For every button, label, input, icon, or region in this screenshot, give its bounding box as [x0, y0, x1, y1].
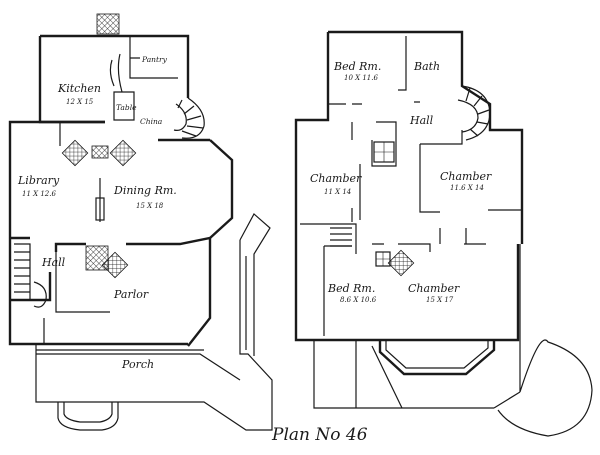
parlor-label: Parlor [113, 288, 149, 301]
dining-label: Dining Rm. [113, 184, 177, 197]
chimney [96, 13, 120, 35]
kitchen-label: Kitchen [57, 82, 101, 95]
parlor-walls [36, 236, 212, 347]
library-label: Library [17, 174, 60, 187]
dining-fireplace [109, 139, 137, 167]
lower-chimney-grid [376, 252, 390, 266]
bedroom-bottom-size: 8.6 X 10.6 [340, 296, 377, 304]
pantry-walls [129, 36, 178, 79]
front-porch-outline [35, 240, 273, 431]
hall-fireplace [85, 245, 109, 271]
bath-label: Bath [413, 60, 440, 73]
side-porch-rail [239, 213, 271, 356]
newel [33, 281, 47, 308]
chamber-left-size: 11 X 14 [324, 188, 351, 196]
chamber-right-size: 11.6 X 14 [450, 184, 484, 192]
upper-stair-treads [465, 87, 490, 137]
chamber-right-label: Chamber [440, 170, 492, 183]
parlor-partition [43, 252, 110, 344]
parlor-fireplace [101, 251, 129, 279]
kitchen-size: 12 X 15 [66, 98, 94, 106]
second-floor-labels: Bed Rm. 10 X 11.6 Bath Hall Chamber 11 X… [310, 60, 492, 304]
bedroom-bottom-label: Bed Rm. [327, 282, 375, 295]
chamber-left-label: Chamber [310, 172, 362, 185]
library-size: 11 X 12.6 [22, 190, 56, 198]
second-floor-plan [294, 30, 593, 437]
table-label: Table [116, 103, 137, 112]
top-partitions [328, 36, 420, 105]
lower-fireplace [387, 249, 415, 277]
main-stair-treads [177, 99, 204, 137]
central-chimney [91, 145, 109, 159]
upper-outer-walls [294, 30, 524, 342]
round-porch-roof [497, 244, 593, 437]
upper-stair-curve [457, 85, 491, 141]
porch-label: Porch [121, 358, 154, 371]
front-stair [14, 243, 31, 301]
chamber-partitions [300, 121, 522, 254]
bedroom-top-size: 10 X 11.6 [344, 74, 378, 82]
upper-chimney-grid [374, 142, 394, 162]
service-stair [109, 53, 135, 121]
library-dining-walls [8, 120, 234, 239]
porch-roof-outline [313, 340, 521, 409]
upper-hall-label: Hall [409, 114, 434, 127]
china-label: China [140, 117, 162, 126]
bay-window [378, 340, 496, 376]
bay-window-inner [385, 340, 489, 369]
bay-cabinet [95, 197, 105, 221]
library-partition [59, 122, 101, 222]
plan-title: Plan No 46 [271, 425, 368, 445]
pantry-label: Pantry [141, 55, 168, 64]
back-stair-upper [330, 227, 352, 247]
first-floor-labels: Kitchen 12 X 15 Pantry Table China Libra… [17, 55, 177, 371]
library-fireplace [61, 139, 89, 167]
chamber-bottom-size: 15 X 17 [426, 296, 454, 304]
first-floor-plan [8, 13, 273, 431]
main-stair-curve [173, 97, 205, 139]
bedroom-top-label: Bed Rm. [333, 60, 381, 73]
porch-steps [57, 402, 119, 431]
chamber-bottom-label: Chamber [408, 282, 460, 295]
dining-size: 15 X 18 [136, 202, 164, 210]
hall-label: Hall [41, 256, 66, 269]
